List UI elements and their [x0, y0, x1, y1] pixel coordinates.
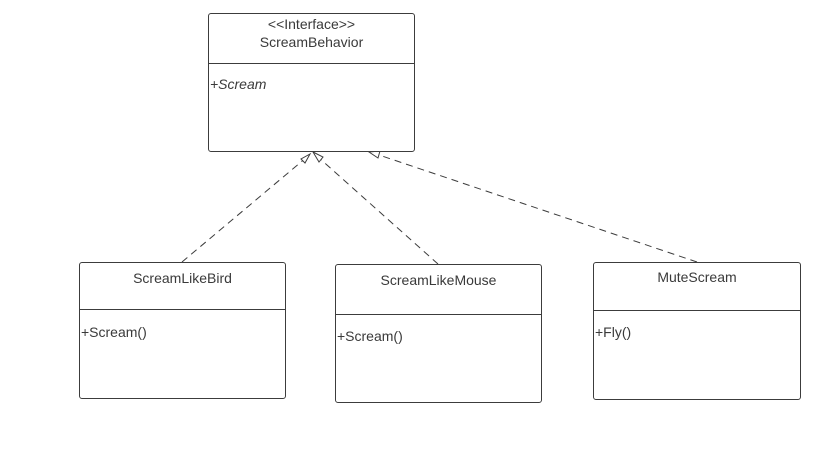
class-members: +Scream() — [80, 310, 285, 398]
class-name: ScreamLikeBird — [133, 270, 232, 286]
class-name: MuteScream — [657, 269, 737, 285]
realization-line-mute-scream — [375, 153, 698, 263]
class-member: +Fly() — [595, 324, 632, 340]
class-scream-like-mouse[interactable]: ScreamLikeMouse +Scream() — [335, 264, 542, 403]
interface-members: +Scream — [209, 64, 414, 151]
class-mute-scream[interactable]: MuteScream +Fly() — [593, 262, 801, 400]
interface-name: ScreamBehavior — [259, 34, 364, 50]
interface-scream-behavior[interactable]: <<Interface>> ScreamBehavior +Scream — [208, 13, 415, 152]
interface-stereotype: <<Interface>> — [267, 16, 356, 32]
class-member: +Scream() — [337, 328, 403, 344]
realization-arrowhead-mute-scream — [367, 150, 381, 159]
interface-header: <<Interface>> ScreamBehavior — [209, 14, 414, 64]
class-name: ScreamLikeMouse — [380, 272, 497, 288]
class-header: ScreamLikeMouse — [336, 265, 541, 315]
class-members: +Fly() — [594, 311, 800, 399]
class-header: MuteScream — [594, 263, 800, 311]
realization-line-scream-like-bird — [181, 156, 308, 263]
realization-arrowhead-scream-like-mouse — [311, 150, 324, 163]
class-header: ScreamLikeBird — [80, 263, 285, 310]
realization-line-scream-like-mouse — [317, 156, 439, 265]
realization-arrowhead-scream-like-bird — [300, 152, 312, 164]
class-member: +Scream() — [81, 324, 147, 340]
interface-member: +Scream — [210, 76, 267, 92]
class-scream-like-bird[interactable]: ScreamLikeBird +Scream() — [79, 262, 286, 399]
class-members: +Scream() — [336, 315, 541, 402]
